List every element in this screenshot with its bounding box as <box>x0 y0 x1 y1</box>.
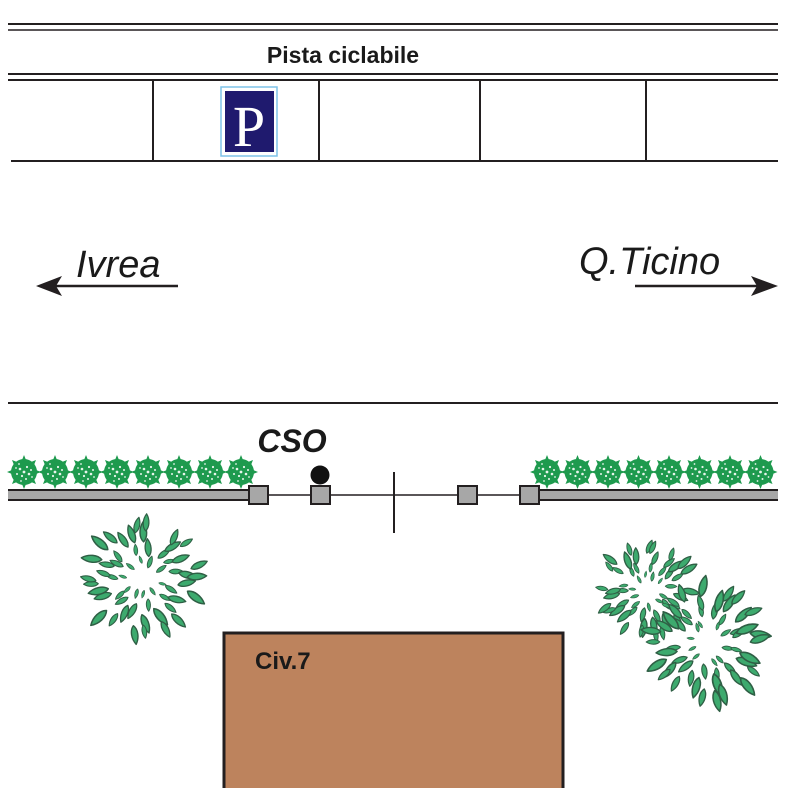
leaf <box>686 636 695 641</box>
leaf <box>617 620 631 637</box>
cso-station: CSO <box>257 423 330 485</box>
leaf <box>646 602 652 613</box>
leaf <box>80 553 103 564</box>
leaf <box>106 611 121 628</box>
leaf <box>154 563 168 575</box>
leaf <box>95 568 112 579</box>
sidewalk-left <box>8 489 254 501</box>
parking-sign-letter: P <box>233 94 265 159</box>
leaf <box>632 547 640 566</box>
leaf <box>133 588 140 600</box>
sidewalk-right <box>537 489 778 501</box>
leaf <box>618 583 629 589</box>
leaf <box>163 583 179 596</box>
direction-left-label: Ivrea <box>76 244 160 286</box>
bike-lane-label: Pista ciclabile <box>267 42 419 68</box>
leaf <box>649 571 656 582</box>
leaf <box>645 639 661 645</box>
leaf <box>687 645 697 652</box>
direction-right: Q.Ticino <box>579 241 778 296</box>
leaf <box>143 537 153 558</box>
leaf <box>691 652 701 661</box>
leaf <box>594 584 609 592</box>
hedge-icon <box>621 455 656 489</box>
parking-sign-icon: P <box>220 86 278 159</box>
leaf <box>170 551 191 566</box>
leaf <box>124 561 136 572</box>
parking-stall <box>11 81 152 160</box>
leaf <box>700 663 709 681</box>
hedge-icon <box>69 455 103 489</box>
hedge-icon <box>560 455 595 489</box>
arrow-left-icon <box>36 276 178 296</box>
bike-lane: Pista ciclabile <box>8 23 778 81</box>
leaf <box>189 557 210 573</box>
leaf <box>87 607 110 629</box>
post <box>519 485 540 505</box>
leaf <box>145 555 155 570</box>
hedge-row-right <box>530 455 778 489</box>
parking-stall <box>481 81 645 160</box>
leaf <box>137 555 144 565</box>
hedge-icon <box>713 455 747 489</box>
parking-area: P <box>11 80 778 162</box>
leaf <box>737 674 759 699</box>
leaf <box>168 611 189 630</box>
leaf <box>717 612 729 627</box>
building-label: Civ.7 <box>255 648 311 675</box>
hedge-icon <box>530 455 564 489</box>
hedge-icon <box>591 455 625 489</box>
station-dot-icon <box>310 465 330 485</box>
post-cso <box>310 485 331 505</box>
direction-left: Ivrea <box>36 244 178 296</box>
leaf <box>656 577 664 585</box>
leaf <box>178 536 195 549</box>
hedge-icon <box>682 455 717 489</box>
hedge-icon <box>7 455 41 489</box>
leaf <box>696 573 711 599</box>
leaf <box>664 583 678 589</box>
leaf <box>668 674 683 694</box>
leaf <box>145 598 152 612</box>
arrow-right-icon <box>635 276 778 296</box>
building-footprint <box>222 631 565 788</box>
hedge-row-left <box>7 455 258 489</box>
hedge-icon <box>131 455 165 489</box>
leaf <box>129 624 140 646</box>
leaf <box>184 587 208 608</box>
post <box>457 485 478 505</box>
leaf <box>719 627 733 638</box>
building: Civ.7 <box>222 631 565 788</box>
leaf <box>629 593 640 600</box>
leaf <box>142 513 151 532</box>
post <box>248 485 269 505</box>
hedge-icon <box>38 455 72 489</box>
hedge-icon <box>162 455 196 489</box>
hedge-icon <box>652 455 686 489</box>
direction-right-label: Q.Ticino <box>579 241 720 283</box>
leaf <box>611 565 625 576</box>
tree-icon <box>79 513 210 646</box>
leaf <box>118 573 128 580</box>
leaf <box>79 573 98 584</box>
leaf <box>643 570 648 578</box>
hedge-icon <box>224 455 258 489</box>
leaf <box>635 574 643 584</box>
parking-stall <box>320 81 479 160</box>
leaf <box>132 543 139 557</box>
leaf <box>162 601 179 615</box>
leaf <box>166 593 188 606</box>
hedge-icon <box>193 455 227 489</box>
leaf <box>140 589 146 599</box>
leaf <box>743 604 764 619</box>
fence-line <box>248 472 540 533</box>
parking-stall <box>647 81 778 160</box>
leaf <box>655 647 679 658</box>
leaf <box>148 586 157 597</box>
hedge-icon <box>743 455 778 489</box>
leaf <box>628 587 637 591</box>
cso-label: CSO <box>257 423 326 459</box>
hedge-icon <box>100 455 134 489</box>
